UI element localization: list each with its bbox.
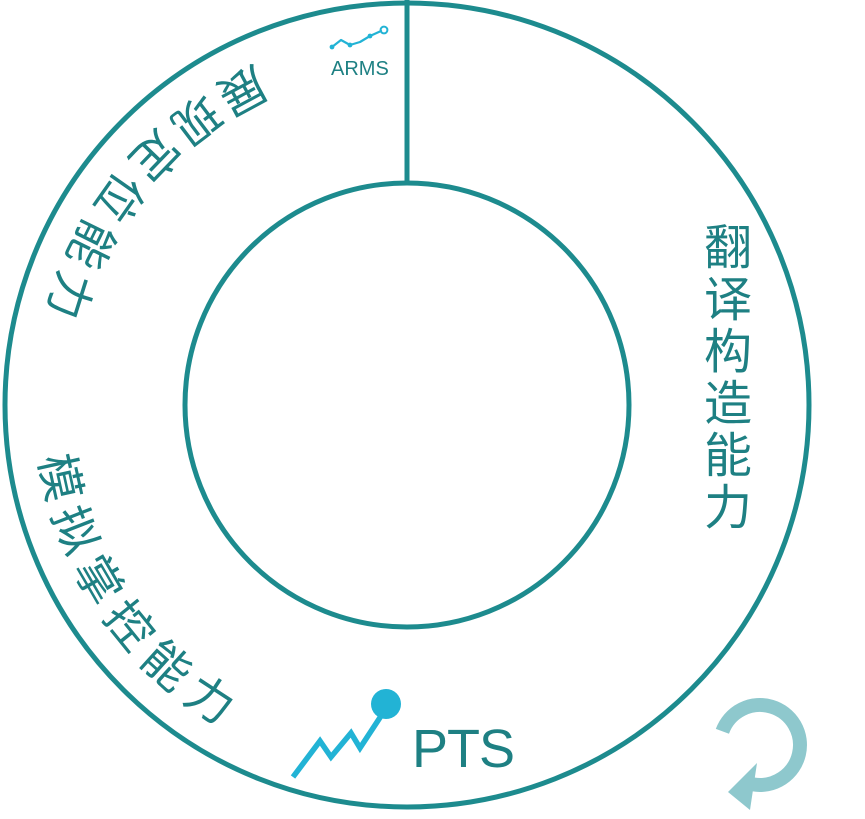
pts-logo: PTS <box>290 689 515 779</box>
inner-circle <box>182 180 632 630</box>
pts-line-chart-icon <box>290 689 401 779</box>
arms-logo: ARMS <box>329 25 389 80</box>
ring-label-top-left-text: 展现定位能力 <box>34 55 269 333</box>
replay-icon <box>715 698 807 810</box>
pts-logo-text: PTS <box>412 719 514 779</box>
ring-label-top-left: 展现定位能力 <box>34 55 277 333</box>
ring-label-bottom-left-text: 模拟掌控能力 <box>28 449 243 741</box>
ring-label-bottom-left: 模拟掌控能力 <box>28 449 251 741</box>
arms-logo-text: ARMS <box>331 58 389 80</box>
ring-label-right: 翻译构造能力 <box>695 222 751 534</box>
arms-line-chart-icon <box>329 25 389 50</box>
replay-button[interactable] <box>715 698 807 810</box>
